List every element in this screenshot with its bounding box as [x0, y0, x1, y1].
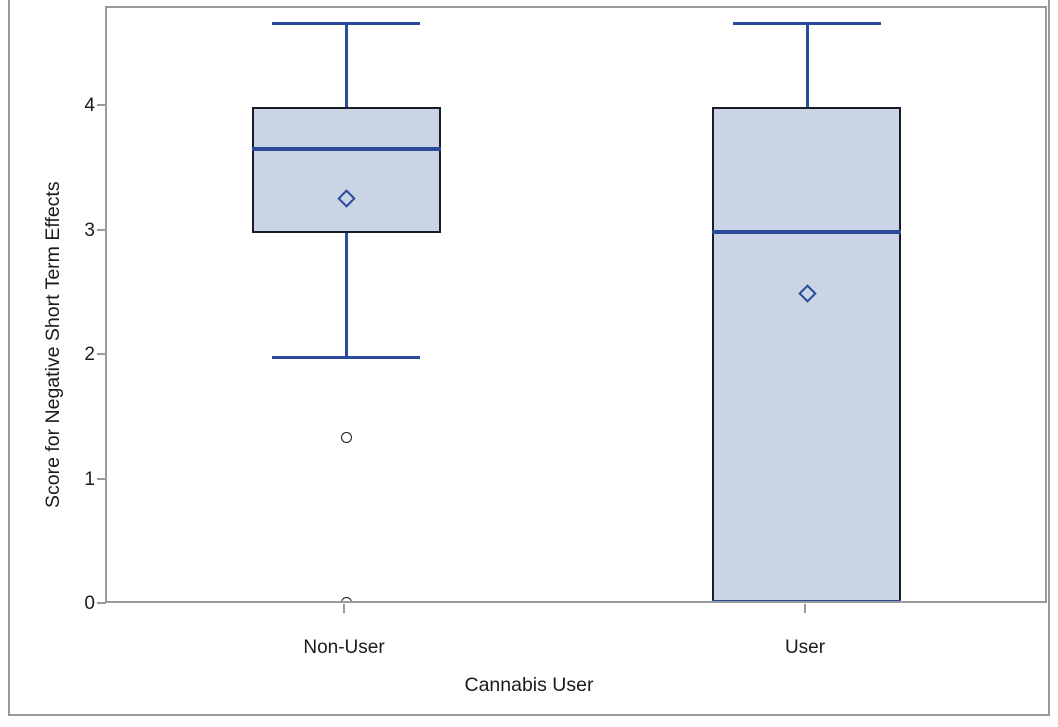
y-tick-mark-3 [97, 229, 106, 231]
median-line-user [712, 230, 901, 234]
y-tick-label-1: 1 [84, 469, 95, 490]
y-tick-label-2: 2 [84, 344, 95, 365]
figure-border [8, 0, 1050, 716]
box-user [712, 107, 901, 601]
x-tick-mark-non-user [343, 604, 345, 613]
whisker-cap-lower-user [712, 600, 901, 601]
plot-area [105, 6, 1047, 603]
outlier-point-non-user-1 [341, 432, 352, 443]
outlier-point-non-user-2 [341, 597, 352, 601]
whisker-stem-upper-user [806, 22, 809, 109]
y-tick-mark-2 [97, 353, 106, 355]
y-tick-label-3: 3 [84, 220, 95, 241]
y-tick-mark-1 [97, 478, 106, 480]
box-non-user [252, 107, 441, 233]
y-tick-mark-0 [97, 602, 106, 604]
y-axis-title: Score for Negative Short Term Effects [42, 181, 64, 508]
x-tick-label-non-user: Non-User [303, 637, 385, 658]
whisker-stem-upper-non-user [345, 22, 348, 109]
whisker-cap-lower-non-user [272, 356, 420, 359]
whisker-stem-lower-non-user [345, 232, 348, 358]
y-tick-label-0: 0 [84, 593, 95, 614]
x-axis-title: Cannabis User [464, 674, 594, 696]
x-tick-mark-user [804, 604, 806, 613]
y-tick-mark-4 [97, 104, 106, 106]
y-tick-label-4: 4 [84, 95, 95, 116]
median-line-non-user [252, 147, 441, 151]
x-tick-label-user: User [784, 637, 826, 658]
